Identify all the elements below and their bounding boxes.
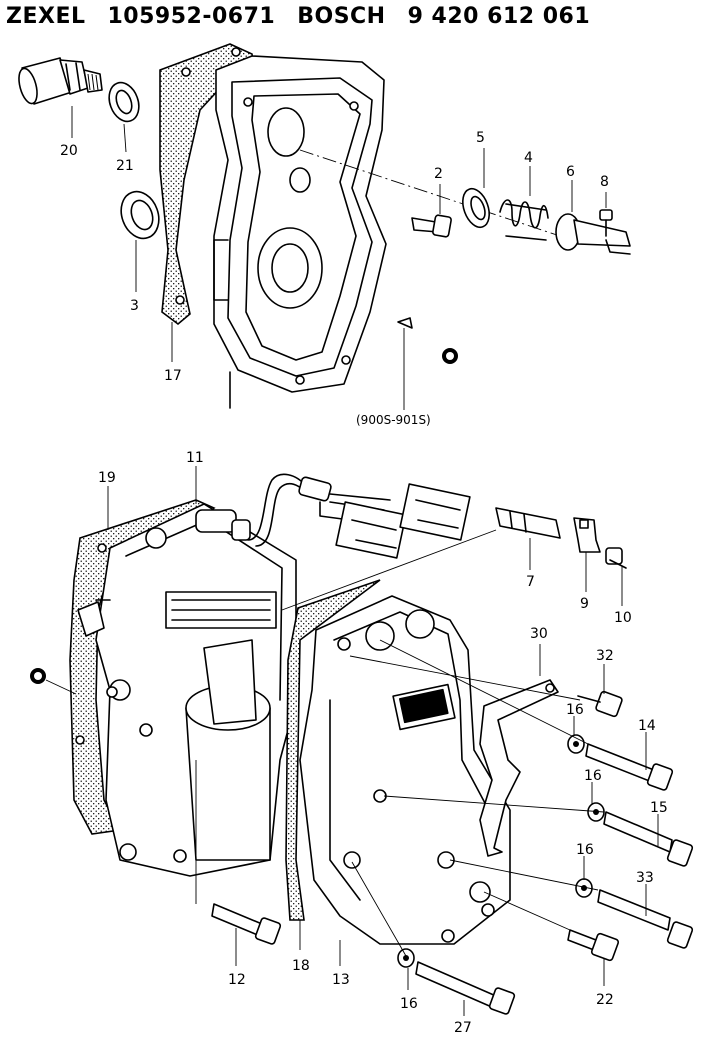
callout-14: 14 [638, 718, 656, 734]
leader-21 [123, 123, 127, 153]
callout-16-a: 16 [566, 702, 584, 718]
callout-20: 20 [60, 143, 78, 159]
part-16-washer-b [587, 802, 605, 822]
connector-guide-line [281, 529, 497, 611]
callout-6: 6 [566, 164, 575, 180]
actuator-housing [77, 503, 297, 877]
callout-27: 27 [454, 1020, 472, 1036]
bosch-part-number: 9 420 612 061 [407, 4, 591, 29]
part-4-spring [499, 199, 549, 241]
part-32-bolt [577, 690, 623, 718]
serial-range-note: (900S-901S) [356, 413, 431, 427]
callout-30: 30 [530, 626, 548, 642]
callout-13: 13 [332, 972, 350, 988]
part-33-long-bolt [597, 889, 694, 949]
brand-bosch: BOSCH [297, 4, 386, 29]
part-6-lever-plate [555, 213, 631, 255]
callout-22: 22 [596, 992, 614, 1008]
callout-3: 3 [130, 298, 139, 314]
part-5-snap-ring [462, 187, 490, 229]
left-nut [30, 668, 77, 695]
callout-33: 33 [636, 870, 654, 886]
part-14-long-bolt [585, 743, 674, 791]
part-18-gasket [285, 579, 381, 921]
part-30-bracket [479, 679, 559, 857]
bolt-guide-lines [349, 639, 605, 957]
part-8-small-bolt [599, 209, 613, 237]
part-7-connector [495, 507, 561, 539]
part-21-washer [108, 81, 140, 123]
callout-7: 7 [526, 574, 535, 590]
callout-16-c: 16 [576, 842, 594, 858]
callout-32: 32 [596, 648, 614, 664]
part-20-sensor-plug [18, 57, 103, 105]
part-12-bolt [211, 903, 282, 945]
part-15-long-bolt [603, 811, 694, 867]
part-3-oil-seal [120, 190, 160, 240]
callout-16-d: 16 [400, 996, 418, 1012]
part-2-bolt [411, 214, 452, 238]
callout-4: 4 [524, 150, 533, 166]
callout-11: 11 [186, 450, 204, 466]
wire-harness [247, 473, 471, 559]
zexel-part-number: 105952-0671 [107, 4, 276, 29]
callout-5: 5 [476, 130, 485, 146]
callout-17: 17 [164, 368, 182, 384]
part-16-washer-d [397, 948, 415, 968]
part-27-long-bolt [415, 961, 516, 1015]
part-22-bolt [567, 929, 620, 962]
callout-16-b: 16 [584, 768, 602, 784]
callout-12: 12 [228, 972, 246, 988]
callout-15: 15 [650, 800, 668, 816]
assembly-axis-line [299, 149, 561, 237]
part-9-bracket [573, 517, 601, 553]
callout-9: 9 [580, 596, 589, 612]
brand-zexel: ZEXEL [6, 4, 86, 29]
callout-21: 21 [116, 158, 134, 174]
part-13-cover [299, 595, 511, 945]
callout-19: 19 [98, 470, 116, 486]
callout-18: 18 [292, 958, 310, 974]
shim-and-nut [397, 317, 458, 364]
callout-2: 2 [434, 166, 443, 182]
callout-10: 10 [614, 610, 632, 626]
governor-housing [213, 55, 387, 409]
callout-8: 8 [600, 174, 609, 190]
diagram-header: ZEXEL 105952-0671 BOSCH 9 420 612 061 [6, 4, 612, 29]
part-10-screw [605, 547, 627, 569]
